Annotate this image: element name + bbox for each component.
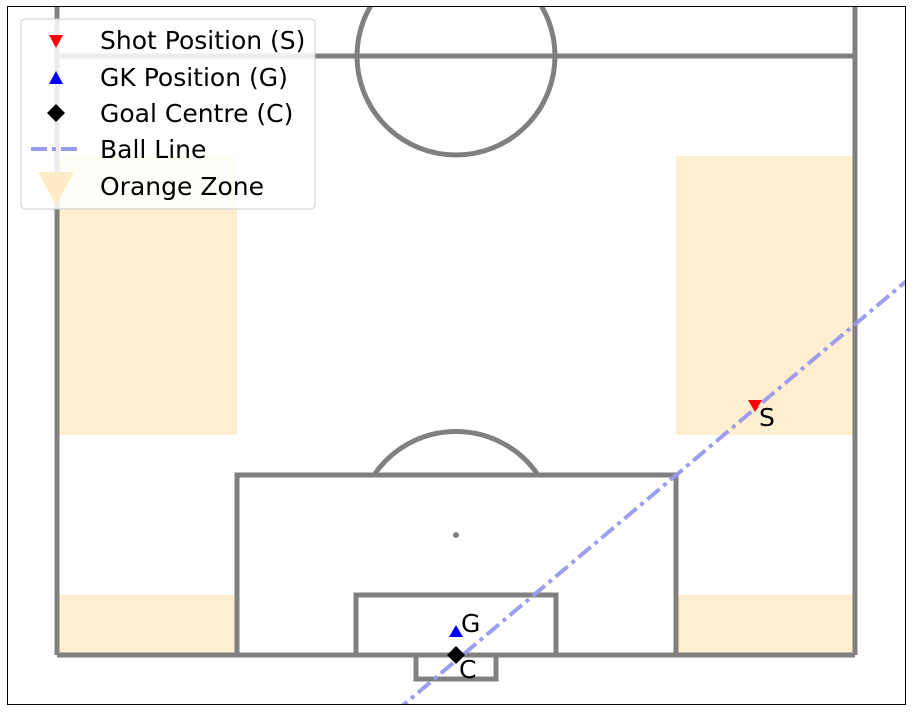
triangle-up-icon [49,71,63,84]
orange-zone-right [676,156,855,435]
legend: Shot Position (S) GK Position (G) Goal C… [20,18,316,210]
shot-position-label: S [759,403,775,432]
legend-label-shot: Shot Position (S) [100,26,305,55]
legend-label-goal: Goal Centre (C) [100,99,293,128]
triangle-down-icon [49,35,63,48]
centre-circle [354,7,558,158]
legend-label-orange-zone: Orange Zone [100,172,264,201]
centre-spot [453,53,459,59]
wedge-icon [38,172,74,205]
diamond-icon [47,104,65,122]
goal-centre-marker [447,646,465,664]
orange-zone-bottom-right [676,595,855,655]
penalty-arc [371,428,541,477]
orange-zone-bottom-left [57,595,237,655]
legend-box [20,18,316,210]
goal-centre-label: C [459,655,476,684]
gk-position-marker [449,625,463,637]
legend-label-ball-line: Ball Line [100,135,206,164]
legend-label-gk: GK Position (G) [100,63,288,92]
shot-position-marker [748,400,762,412]
penalty-spot [453,532,459,538]
gk-position-label: G [461,609,480,638]
ball-line [401,279,905,704]
